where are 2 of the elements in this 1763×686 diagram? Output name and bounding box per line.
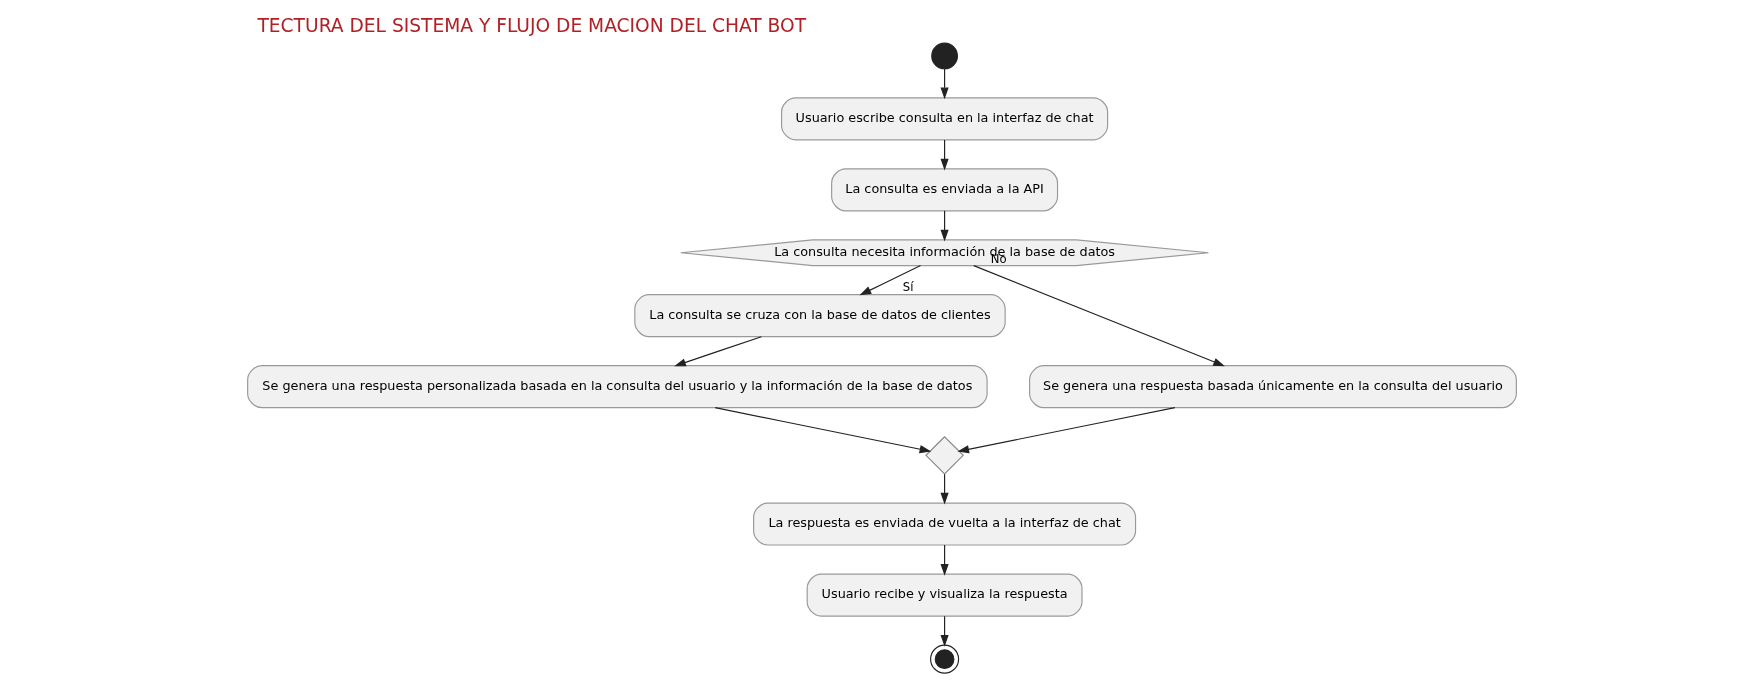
edge-label: Sí — [902, 279, 913, 294]
diagram-title: TECTURA DEL SISTEMA Y FLUJO DE MACION DEL CHAT BOT — [256, 15, 806, 37]
